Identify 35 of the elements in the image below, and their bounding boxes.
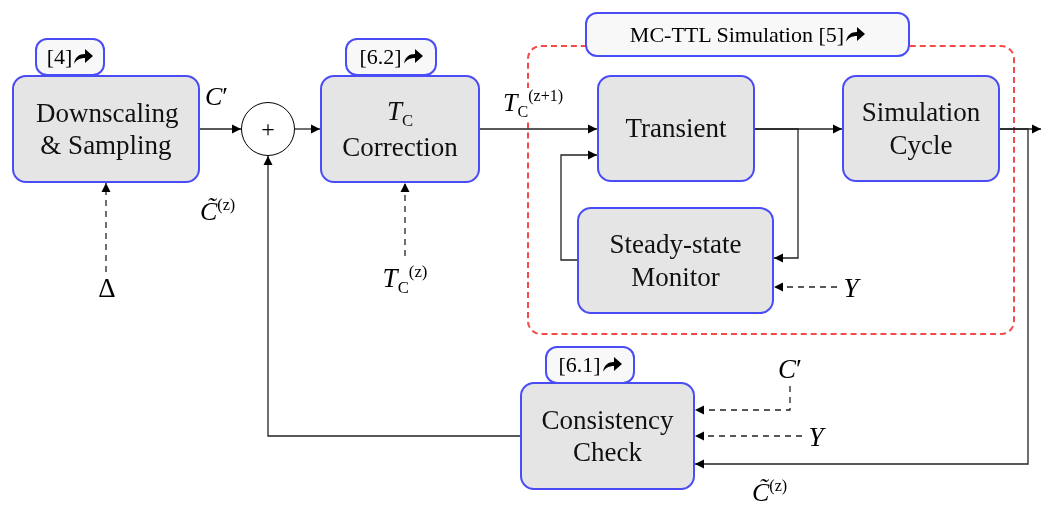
box-label: Downscaling & Sampling <box>36 96 176 162</box>
dashed-arrow <box>694 385 791 415</box>
arrow <box>560 150 598 261</box>
arrow <box>479 124 598 134</box>
box-label: T$_{C}$ Correction <box>341 94 459 164</box>
arrow <box>199 124 242 134</box>
arrow <box>263 155 521 437</box>
process-box <box>577 207 774 314</box>
math-label: Δ <box>98 272 116 304</box>
arrow <box>754 128 799 263</box>
box-label: Transient <box>625 112 727 145</box>
process-box <box>12 75 200 183</box>
reference-number: [6.2] <box>359 44 402 70</box>
process-box <box>597 75 755 182</box>
dashed-arrow <box>694 431 803 441</box>
process-box <box>320 75 480 183</box>
reference-number: [6.1] <box>558 352 601 378</box>
arrow <box>694 128 1029 469</box>
group-frame <box>527 45 1015 335</box>
arrow <box>294 124 321 134</box>
plus-sign: + <box>261 115 275 143</box>
dashed-arrow <box>101 182 111 273</box>
summing-junction <box>241 102 295 156</box>
dashed-arrow <box>400 182 410 257</box>
math-label: C′ <box>778 353 802 385</box>
reference-number: MC-TTL Simulation [5] <box>629 21 845 48</box>
box-label: Steady-state Monitor <box>608 228 743 293</box>
dashed-arrow <box>773 282 838 292</box>
process-box <box>520 382 695 490</box>
reference-number: [4] <box>46 44 73 70</box>
math-label: Y <box>808 421 824 453</box>
process-box <box>842 75 1000 182</box>
box-label: Simulation Cycle <box>860 96 982 161</box>
box-label: Consistency Check <box>540 403 675 469</box>
math-label: Y <box>843 272 859 304</box>
